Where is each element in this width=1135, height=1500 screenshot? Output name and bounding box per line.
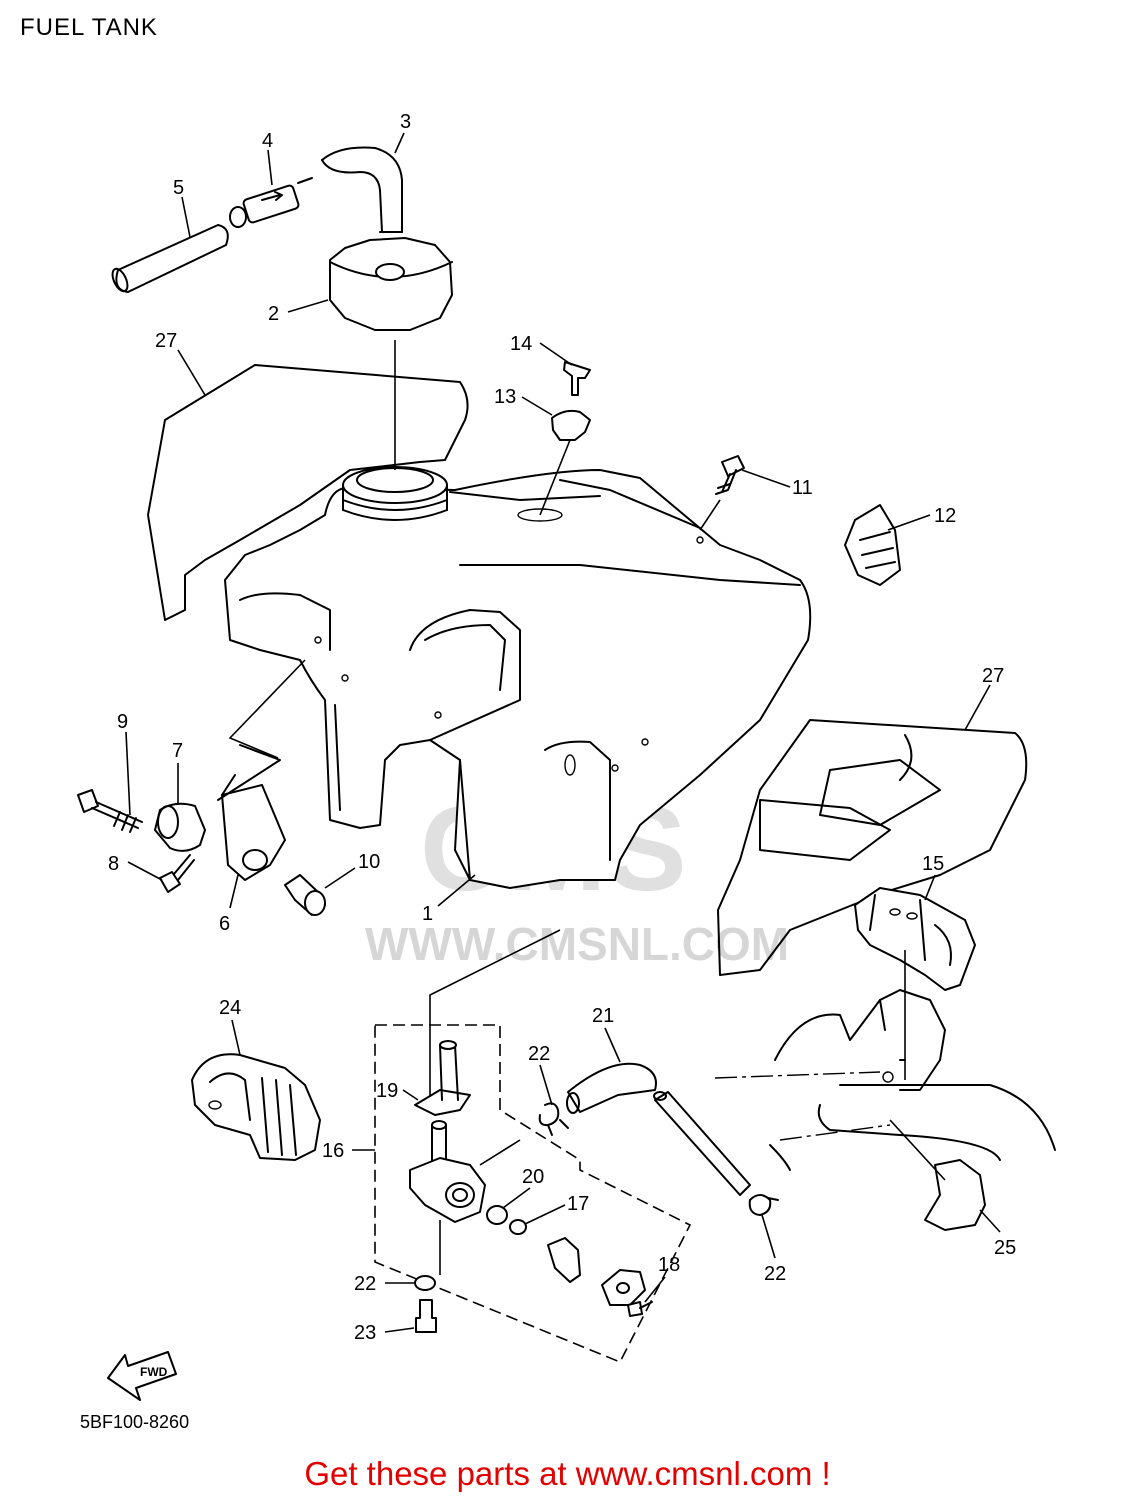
part-25-band xyxy=(191,1053,321,1161)
callout-4: 4 xyxy=(262,130,273,152)
part-1-fuel-tank xyxy=(224,469,812,889)
callout-24: 23 xyxy=(354,1322,376,1344)
callout-6: 6 xyxy=(219,913,230,935)
callout-23: 22 xyxy=(354,1273,376,1295)
part-18-screw xyxy=(627,1301,653,1317)
part-15-holder xyxy=(854,887,976,1080)
part-19-gasket xyxy=(414,1040,471,1116)
part-13-damper xyxy=(539,409,591,516)
callout-21: 21 xyxy=(592,1005,614,1027)
callout-15: 15 xyxy=(922,853,944,875)
part-16-kit-outline xyxy=(374,1024,692,1364)
page-title: FUEL TANK xyxy=(20,14,158,41)
part-7-damper xyxy=(154,802,206,852)
callout-leaders xyxy=(125,132,1001,1333)
callout-9: 9 xyxy=(117,711,128,733)
fuel-cock-lever xyxy=(547,1237,581,1283)
part-9-bolt xyxy=(77,789,143,833)
part-26-band xyxy=(889,1119,986,1231)
part-5-hose xyxy=(111,206,247,293)
part-12-band xyxy=(844,504,901,586)
callout-27b: 27 xyxy=(982,665,1004,687)
callout-10: 10 xyxy=(358,851,380,873)
part-2-fuel-cap xyxy=(329,237,453,470)
callout-labels: 3 4 5 2 27 14 13 11 12 27 9 7 8 10 6 1 1… xyxy=(108,111,1016,1344)
part-23-washer xyxy=(414,1275,436,1291)
callout-8: 8 xyxy=(108,853,119,875)
callout-17: 17 xyxy=(567,1193,589,1215)
part-10-collar xyxy=(284,874,326,916)
fuel-cock-plate xyxy=(601,1269,646,1306)
leader-tank-bracket xyxy=(228,659,306,759)
callout-3: 3 xyxy=(400,111,411,133)
callout-12: 12 xyxy=(934,505,956,527)
callout-1: 1 xyxy=(422,903,433,925)
part-14-screw xyxy=(563,361,591,396)
part-22-clip-lower xyxy=(748,1194,779,1216)
part-4-breather-valve xyxy=(242,177,313,224)
callout-5: 5 xyxy=(173,177,184,199)
callout-13: 13 xyxy=(494,386,516,408)
callout-14: 14 xyxy=(510,333,532,355)
fuel-cock xyxy=(409,1120,521,1275)
part-24-bolt xyxy=(415,1299,437,1333)
watermark-url: WWW.CMSNL.COM xyxy=(365,918,789,970)
callout-19: 19 xyxy=(376,1080,398,1102)
callout-22b: 22 xyxy=(764,1263,786,1285)
fwd-arrow: FWD xyxy=(107,1351,177,1401)
part-11-bolt xyxy=(699,455,745,531)
leader-tank-fuelcock xyxy=(429,929,561,1100)
callout-11: 11 xyxy=(792,477,813,499)
part-22-clip-upper xyxy=(538,1102,569,1136)
part-27-right-cover xyxy=(717,719,1028,976)
frame-section xyxy=(714,989,1056,1171)
part-6-bracket xyxy=(217,744,286,881)
callout-20: 20 xyxy=(522,1166,544,1188)
callout-27a: 27 xyxy=(155,330,177,352)
part-21-fuel-hose xyxy=(566,1062,751,1196)
callout-2: 2 xyxy=(268,303,279,325)
callout-16: 16 xyxy=(322,1140,344,1162)
callout-18: 18 xyxy=(658,1254,680,1276)
part-code: 5BF100-8260 xyxy=(80,1412,190,1432)
part-17-oring xyxy=(509,1219,527,1235)
part-20-oring xyxy=(486,1205,508,1225)
fwd-label: FWD xyxy=(140,1365,168,1379)
callout-26: 25 xyxy=(994,1237,1016,1259)
callout-25: 24 xyxy=(219,997,241,1019)
footer-link[interactable]: Get these parts at www.cmsnl.com ! xyxy=(304,1455,831,1492)
callout-22a: 22 xyxy=(528,1043,550,1065)
part-8-bolt xyxy=(159,854,195,893)
callout-7: 7 xyxy=(172,740,183,762)
part-27-left-cover xyxy=(147,364,469,621)
part-3-breather-hose xyxy=(321,146,403,233)
